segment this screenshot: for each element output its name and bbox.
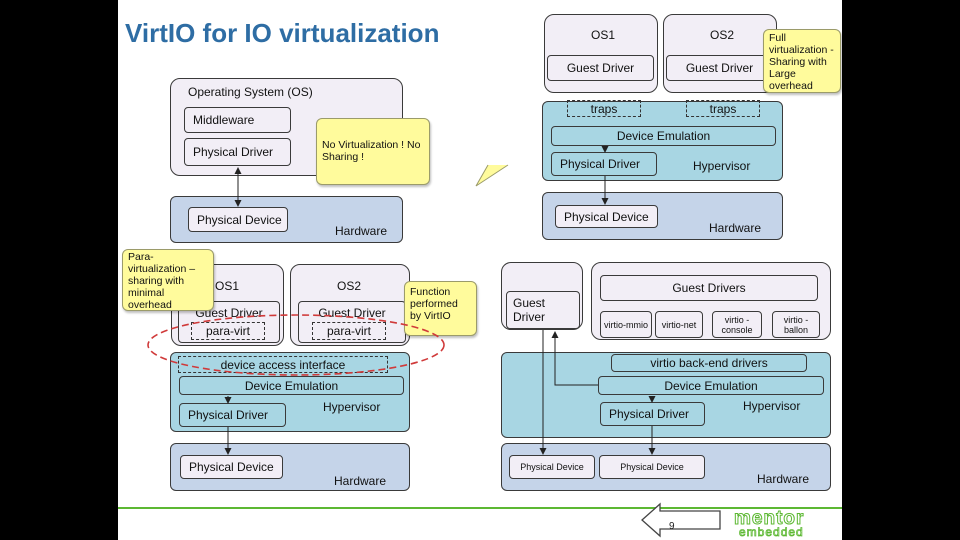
device-emulation-box: Device Emulation (598, 376, 824, 395)
guest-driver-label: Guest Driver (566, 61, 635, 75)
connector-layer (118, 146, 842, 509)
os-label: Operating System (OS) (188, 85, 313, 99)
physical-device-label: Physical Device (520, 462, 584, 472)
virtio-console-box: virtio -console (712, 311, 762, 338)
para-virt-callout: Para-virtualization – sharing with minim… (122, 249, 214, 311)
os1-label: OS1 (215, 279, 240, 293)
physical-driver-label: Physical Driver (188, 408, 269, 422)
guest-drivers-label: Guest Drivers (672, 281, 746, 295)
physical-device-box: Physical Device (555, 205, 658, 228)
os2-label: OS2 (710, 28, 735, 42)
virtio-ballon-label: virtio -ballon (783, 314, 809, 335)
virtio-ballon-box: virtio -ballon (772, 311, 820, 338)
trap-box: traps (686, 100, 760, 117)
virtio-net-box: virtio-net (655, 311, 703, 338)
virtio-console-label: virtio -console (721, 314, 753, 335)
callout-pointer (475, 164, 509, 187)
virtio-backend-label: virtio back-end drivers (650, 356, 768, 370)
hypervisor-label: Hypervisor (693, 159, 751, 173)
back-arrow-button[interactable] (640, 502, 724, 538)
page-number: 9 (669, 521, 675, 532)
physical-device-box: Physical Device (180, 455, 283, 479)
page-title: VirtIO for IO virtualization (125, 18, 440, 48)
physical-device-box: Physical Device (599, 455, 705, 479)
physical-driver-box: Physical Driver (179, 403, 286, 427)
os2-label: OS2 (337, 279, 362, 293)
guest-driver-label: Guest Driver (513, 296, 546, 324)
mentor-logo-text: mentor (733, 508, 805, 529)
guest-driver-box: Guest Driver (547, 55, 654, 81)
physical-device-label: Physical Device (620, 462, 684, 472)
virtio-highlight-ellipse (147, 314, 445, 376)
virtio-net-label: virtio-net (661, 319, 697, 330)
physical-driver-box: Physical Driver (551, 152, 657, 176)
virtio-backend-box: virtio back-end drivers (611, 354, 807, 372)
hardware-label: Hardware (335, 224, 388, 238)
para-virt-box: para-virt (312, 322, 386, 340)
back-arrow-icon (641, 502, 721, 538)
device-emulation-box: Device Emulation (551, 126, 776, 146)
os1-label: OS1 (591, 28, 616, 42)
device-emulation-box: Device Emulation (179, 376, 404, 395)
virtio-mmio-box: virtio-mmio (600, 311, 652, 338)
physical-driver-label: Physical Driver (609, 407, 690, 421)
physical-driver-box: Physical Driver (600, 402, 705, 426)
embedded-logo-text: embedded (739, 525, 804, 539)
hardware-box: Hardware (170, 443, 410, 491)
hardware-label: Hardware (757, 472, 810, 486)
guest-drivers-box: Guest Drivers (600, 275, 818, 301)
physical-driver-box: Physical Driver (184, 138, 291, 166)
guest-driver-box: Guest Driver (506, 291, 580, 329)
physical-device-box: Physical Device (188, 207, 288, 232)
device-emulation-label: Device Emulation (664, 378, 758, 393)
middleware-box: Middleware (184, 107, 291, 133)
full-virt-callout: Full virtualization - Sharing with Large… (763, 29, 841, 93)
hypervisor-label: Hypervisor (743, 399, 801, 413)
middleware-label: Middleware (193, 113, 255, 127)
virtio-mmio-label: virtio-mmio (604, 319, 648, 330)
physical-device-label: Physical Device (189, 460, 274, 474)
trap-box: traps (567, 100, 641, 117)
physical-device-box: Physical Device (509, 455, 595, 479)
device-emulation-label: Device Emulation (616, 129, 711, 143)
para-virt-box: para-virt (191, 322, 265, 340)
guest-driver-label: Guest Driver (318, 306, 386, 320)
physical-device-label: Physical Device (197, 212, 282, 227)
hardware-label: Hardware (709, 221, 762, 235)
device-access-interface-box: device access interface (178, 356, 388, 373)
guest-driver-label: Guest Driver (685, 61, 754, 75)
guest-driver-box: Guest Driver (666, 55, 773, 81)
guest-driver-label: Guest Driver (195, 306, 263, 320)
hardware-label: Hardware (334, 474, 387, 488)
slide: VirtIO for IO virtualization Operating S… (118, 0, 842, 540)
device-emulation-label: Device Emulation (244, 378, 339, 393)
physical-driver-label: Physical Driver (193, 145, 274, 159)
physical-device-label: Physical Device (564, 209, 649, 224)
hypervisor-label: Hypervisor (323, 400, 381, 414)
no-virt-callout: No Virtualization ! No Sharing ! (316, 118, 430, 185)
physical-driver-label: Physical Driver (560, 157, 641, 171)
emulation-guest-connector (551, 331, 598, 386)
